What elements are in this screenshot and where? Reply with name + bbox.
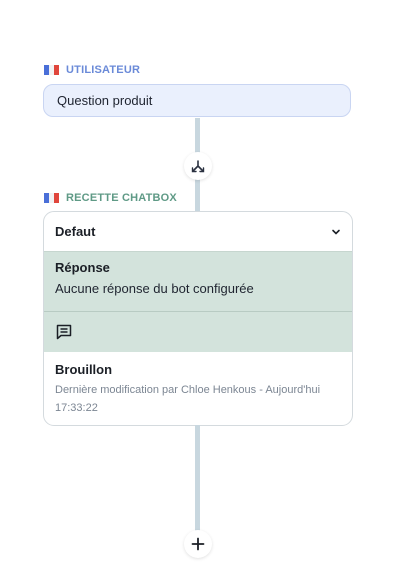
response-title: Réponse [55,260,110,275]
branch-fork-icon [191,160,205,173]
recipe-section-label: RECETTE CHATBOX [66,192,177,204]
draft-meta: Dernière modification par Chloe Henkous … [55,381,341,417]
recipe-card: Defaut Réponse Aucune réponse du bot con… [43,211,353,426]
flow-connector [195,425,200,535]
france-flag-icon [44,65,59,75]
france-flag-icon [44,193,59,203]
user-section-label: UTILISATEUR [66,64,141,76]
branch-button[interactable] [184,152,212,180]
variant-dropdown-value: Defaut [55,224,96,239]
user-question-pill[interactable]: Question produit [43,84,351,117]
draft-meta-line: Dernière modification par Chloe Henkous … [55,384,321,396]
response-text: Aucune réponse du bot configurée [55,281,254,296]
plus-icon [191,537,205,551]
chevron-down-icon [332,229,340,235]
response-block[interactable]: Réponse Aucune réponse du bot configurée [44,251,352,311]
add-step-button[interactable] [184,530,212,558]
variant-dropdown[interactable]: Defaut [44,212,352,251]
draft-block: Brouillon Dernière modification par Chlo… [44,352,352,417]
message-button[interactable] [44,311,352,352]
message-icon [56,324,72,340]
draft-title: Brouillon [55,362,113,377]
draft-timestamp: 17:33:22 [55,402,98,414]
